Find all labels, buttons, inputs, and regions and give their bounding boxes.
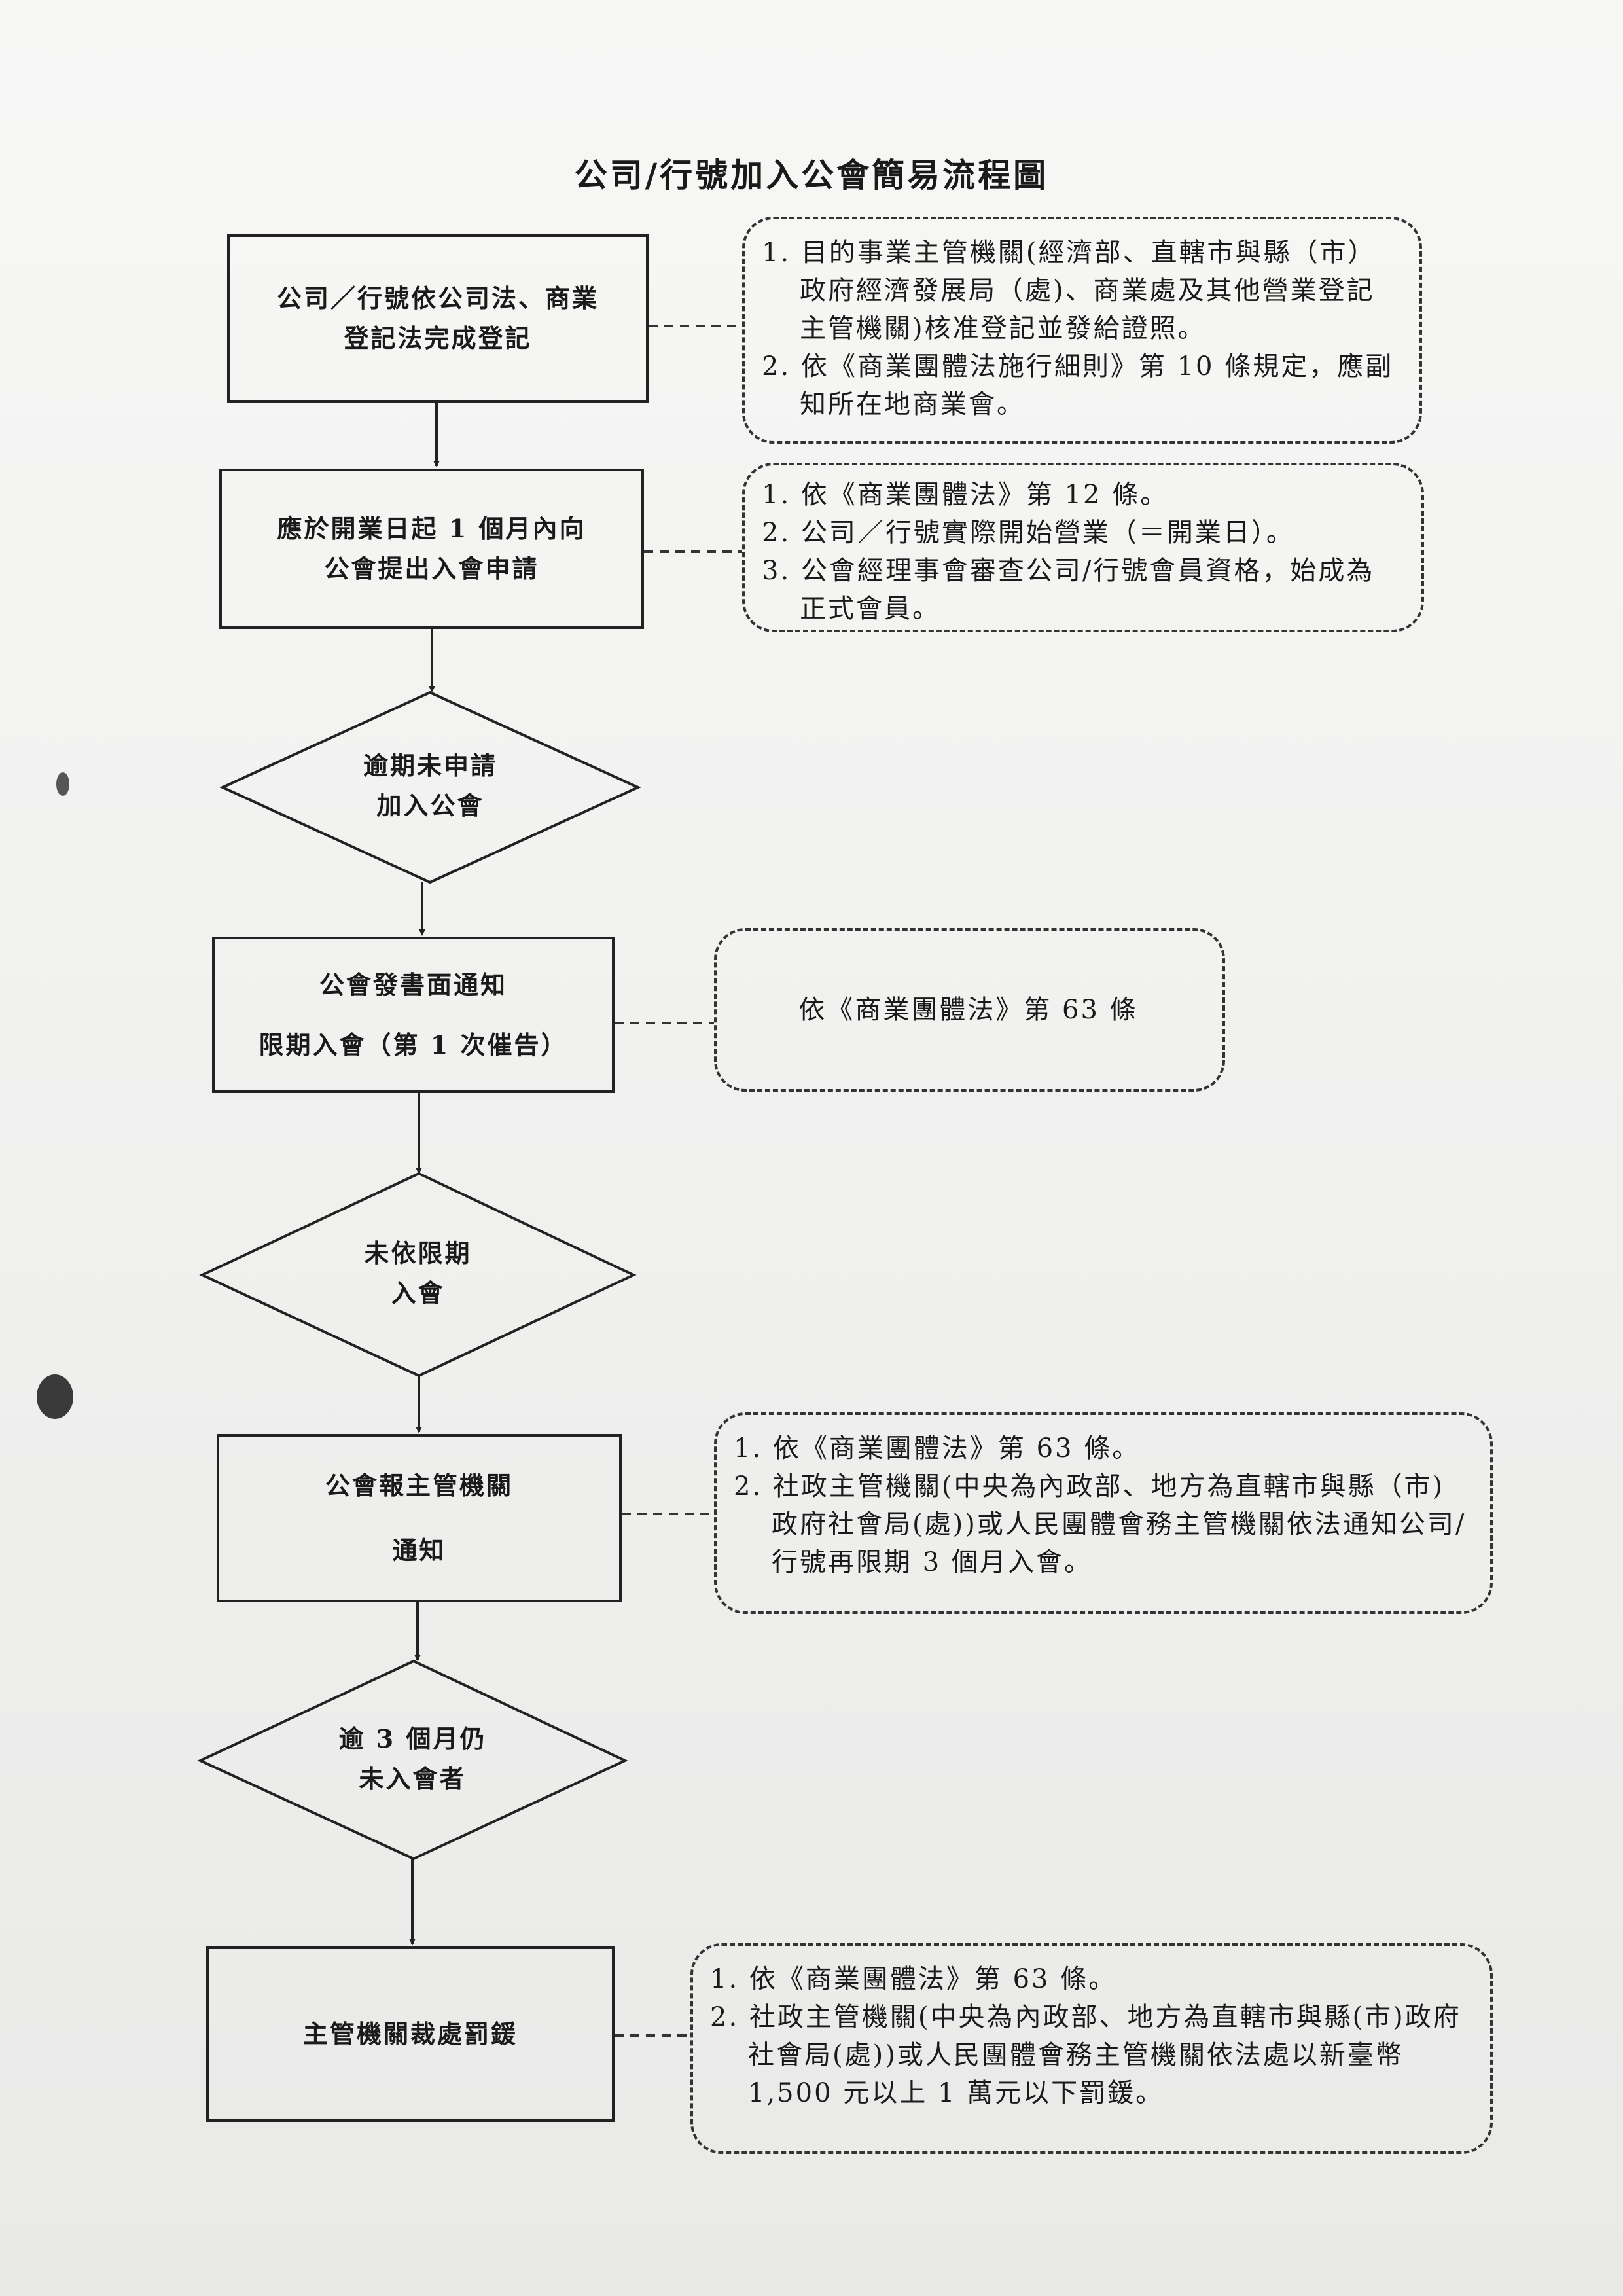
note-item: 1. 依《商業團體法》第 63 條。 <box>734 1433 1141 1463</box>
step-text: 公會報主管機關 <box>325 1470 513 1500</box>
decision-text: 未入會者 <box>359 1763 467 1793</box>
note-item: 2. 依《商業團體法施行細則》第 10 條規定，應副知所在地商業會。 <box>762 351 1394 420</box>
decision-three-months-overdue: 逾 3 個月仍 未入會者 <box>200 1719 625 1799</box>
note-item: 1. 依《商業團體法》第 63 條。 <box>710 1964 1117 1994</box>
note-item: 3. 公會經理事會審查公司/行號會員資格，始成為正式會員。 <box>762 556 1375 624</box>
note-item: 依《商業團體法》第 63 條 <box>798 995 1138 1025</box>
decision-text: 加入公會 <box>376 790 484 820</box>
punch-hole <box>56 772 69 796</box>
decision-overdue-application: 逾期未申請 加入公會 <box>223 746 638 826</box>
decision-not-joined-by-deadline: 未依限期 入會 <box>202 1234 633 1314</box>
step-written-notice: 公會發書面通知 限期入會（第 1 次催告） <box>212 937 615 1093</box>
step-text: 限期入會（第 1 次催告） <box>259 1030 568 1060</box>
note-fine: 1. 依《商業團體法》第 63 條。 2. 社政主管機關(中央為內政部、地方為直… <box>690 1943 1493 2154</box>
step-text: 通知 <box>392 1535 446 1565</box>
step-apply-membership: 應於開業日起 1 個月內向 公會提出入會申請 <box>219 469 644 629</box>
page-title: 公司/行號加入公會簡易流程圖 <box>574 156 1049 194</box>
step-text: 公會提出入會申請 <box>324 553 539 583</box>
punch-hole <box>37 1374 73 1419</box>
note-item: 2. 社政主管機關(中央為內政部、地方為直轄市與縣（市)政府社會局(處))或人民… <box>734 1471 1467 1577</box>
step-impose-fine: 主管機關裁處罰鍰 <box>206 1946 615 2122</box>
decision-diamond <box>199 1172 637 1378</box>
note-item: 2. 社政主管機關(中央為內政部、地方為直轄市與縣(市)政府社會局(處))或人民… <box>710 2002 1461 2108</box>
step-text: 主管機關裁處罰鍰 <box>302 2018 518 2049</box>
decision-diamond <box>219 691 641 884</box>
decision-text: 逾期未申請 <box>363 751 497 780</box>
decision-diamond <box>197 1659 628 1861</box>
decision-text: 未依限期 <box>364 1238 472 1268</box>
note-authority-notice: 1. 依《商業團體法》第 63 條。 2. 社政主管機關(中央為內政部、地方為直… <box>714 1412 1493 1614</box>
note-registration: 1. 目的事業主管機關(經濟部、直轄市與縣（市）政府經濟發展局（處)、商業處及其… <box>742 217 1422 444</box>
note-item: 1. 依《商業團體法》第 12 條。 <box>762 480 1169 510</box>
step-text: 登記法完成登記 <box>344 323 532 353</box>
note-item: 1. 目的事業主管機關(經濟部、直轄市與縣（市）政府經濟發展局（處)、商業處及其… <box>762 238 1376 344</box>
step-text: 公會發書面通知 <box>319 970 507 1000</box>
note-item: 2. 公司／行號實際開始營業（＝開業日）。 <box>762 518 1294 548</box>
note-application: 1. 依《商業團體法》第 12 條。 2. 公司／行號實際開始營業（＝開業日）。… <box>742 463 1424 632</box>
decision-text: 逾 3 個月仍 <box>338 1724 487 1753</box>
step-register-company: 公司／行號依公司法、商業 登記法完成登記 <box>227 234 649 403</box>
step-report-authority: 公會報主管機關 通知 <box>217 1434 622 1602</box>
step-text: 公司／行號依公司法、商業 <box>276 283 599 313</box>
step-text: 應於開業日起 1 個月內向 <box>277 513 586 543</box>
decision-text: 入會 <box>391 1278 445 1308</box>
note-article-63: 依《商業團體法》第 63 條 <box>714 928 1225 1092</box>
